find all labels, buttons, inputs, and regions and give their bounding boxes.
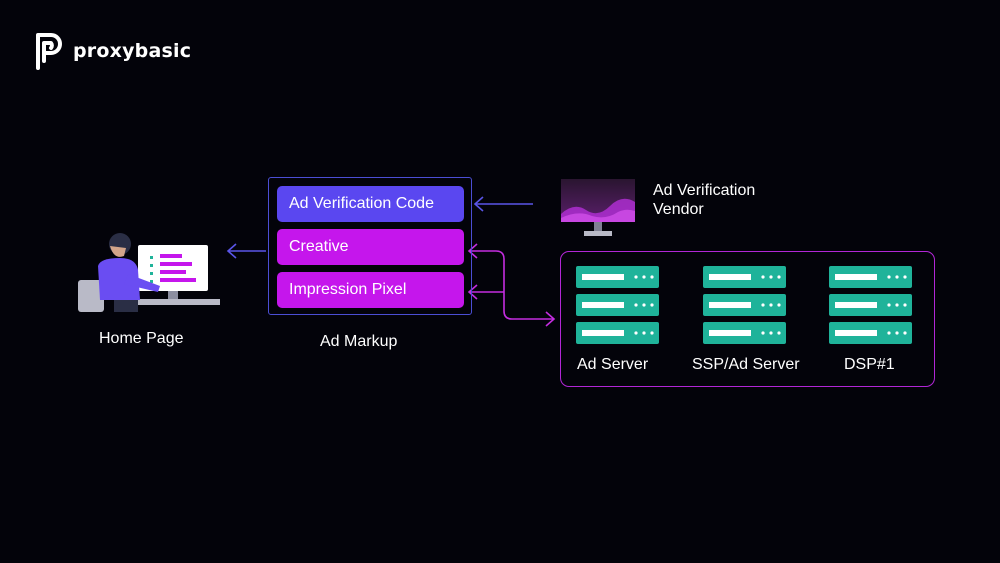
vendor-label-line1: Ad Verification <box>653 182 756 199</box>
dsp-label: DSP#1 <box>844 356 895 373</box>
dsp-server-rack-icon <box>829 266 912 344</box>
vendor-label-line2: Vendor <box>653 201 704 218</box>
arrow-vendor-to-verification <box>473 196 533 212</box>
impression-pixel-block: Impression Pixel <box>277 272 464 308</box>
ad-server-label: Ad Server <box>577 356 649 373</box>
proxybasic-logo-icon <box>36 33 62 70</box>
creative-block: Creative <box>277 229 464 265</box>
arrow-markup-to-homepage <box>226 243 266 259</box>
ad-server-rack-icon <box>576 266 659 344</box>
ad-markup-box: Ad Verification Code Creative Impression… <box>268 177 472 315</box>
ssp-server-rack-icon <box>703 266 786 344</box>
vendor-monitor-icon <box>561 179 635 236</box>
ad-markup-label: Ad Markup <box>320 333 398 350</box>
ad-verification-code-block: Ad Verification Code <box>277 186 464 222</box>
home-page-label: Home Page <box>99 330 184 347</box>
brand-logo[interactable]: proxybasic <box>33 31 191 71</box>
server-group-box <box>560 251 935 387</box>
ssp-ad-server-label: SSP/Ad Server <box>692 356 800 373</box>
arrow-servers-to-markup <box>467 243 556 327</box>
home-page-illustration-icon <box>78 233 220 312</box>
brand-name: proxybasic <box>73 40 192 62</box>
